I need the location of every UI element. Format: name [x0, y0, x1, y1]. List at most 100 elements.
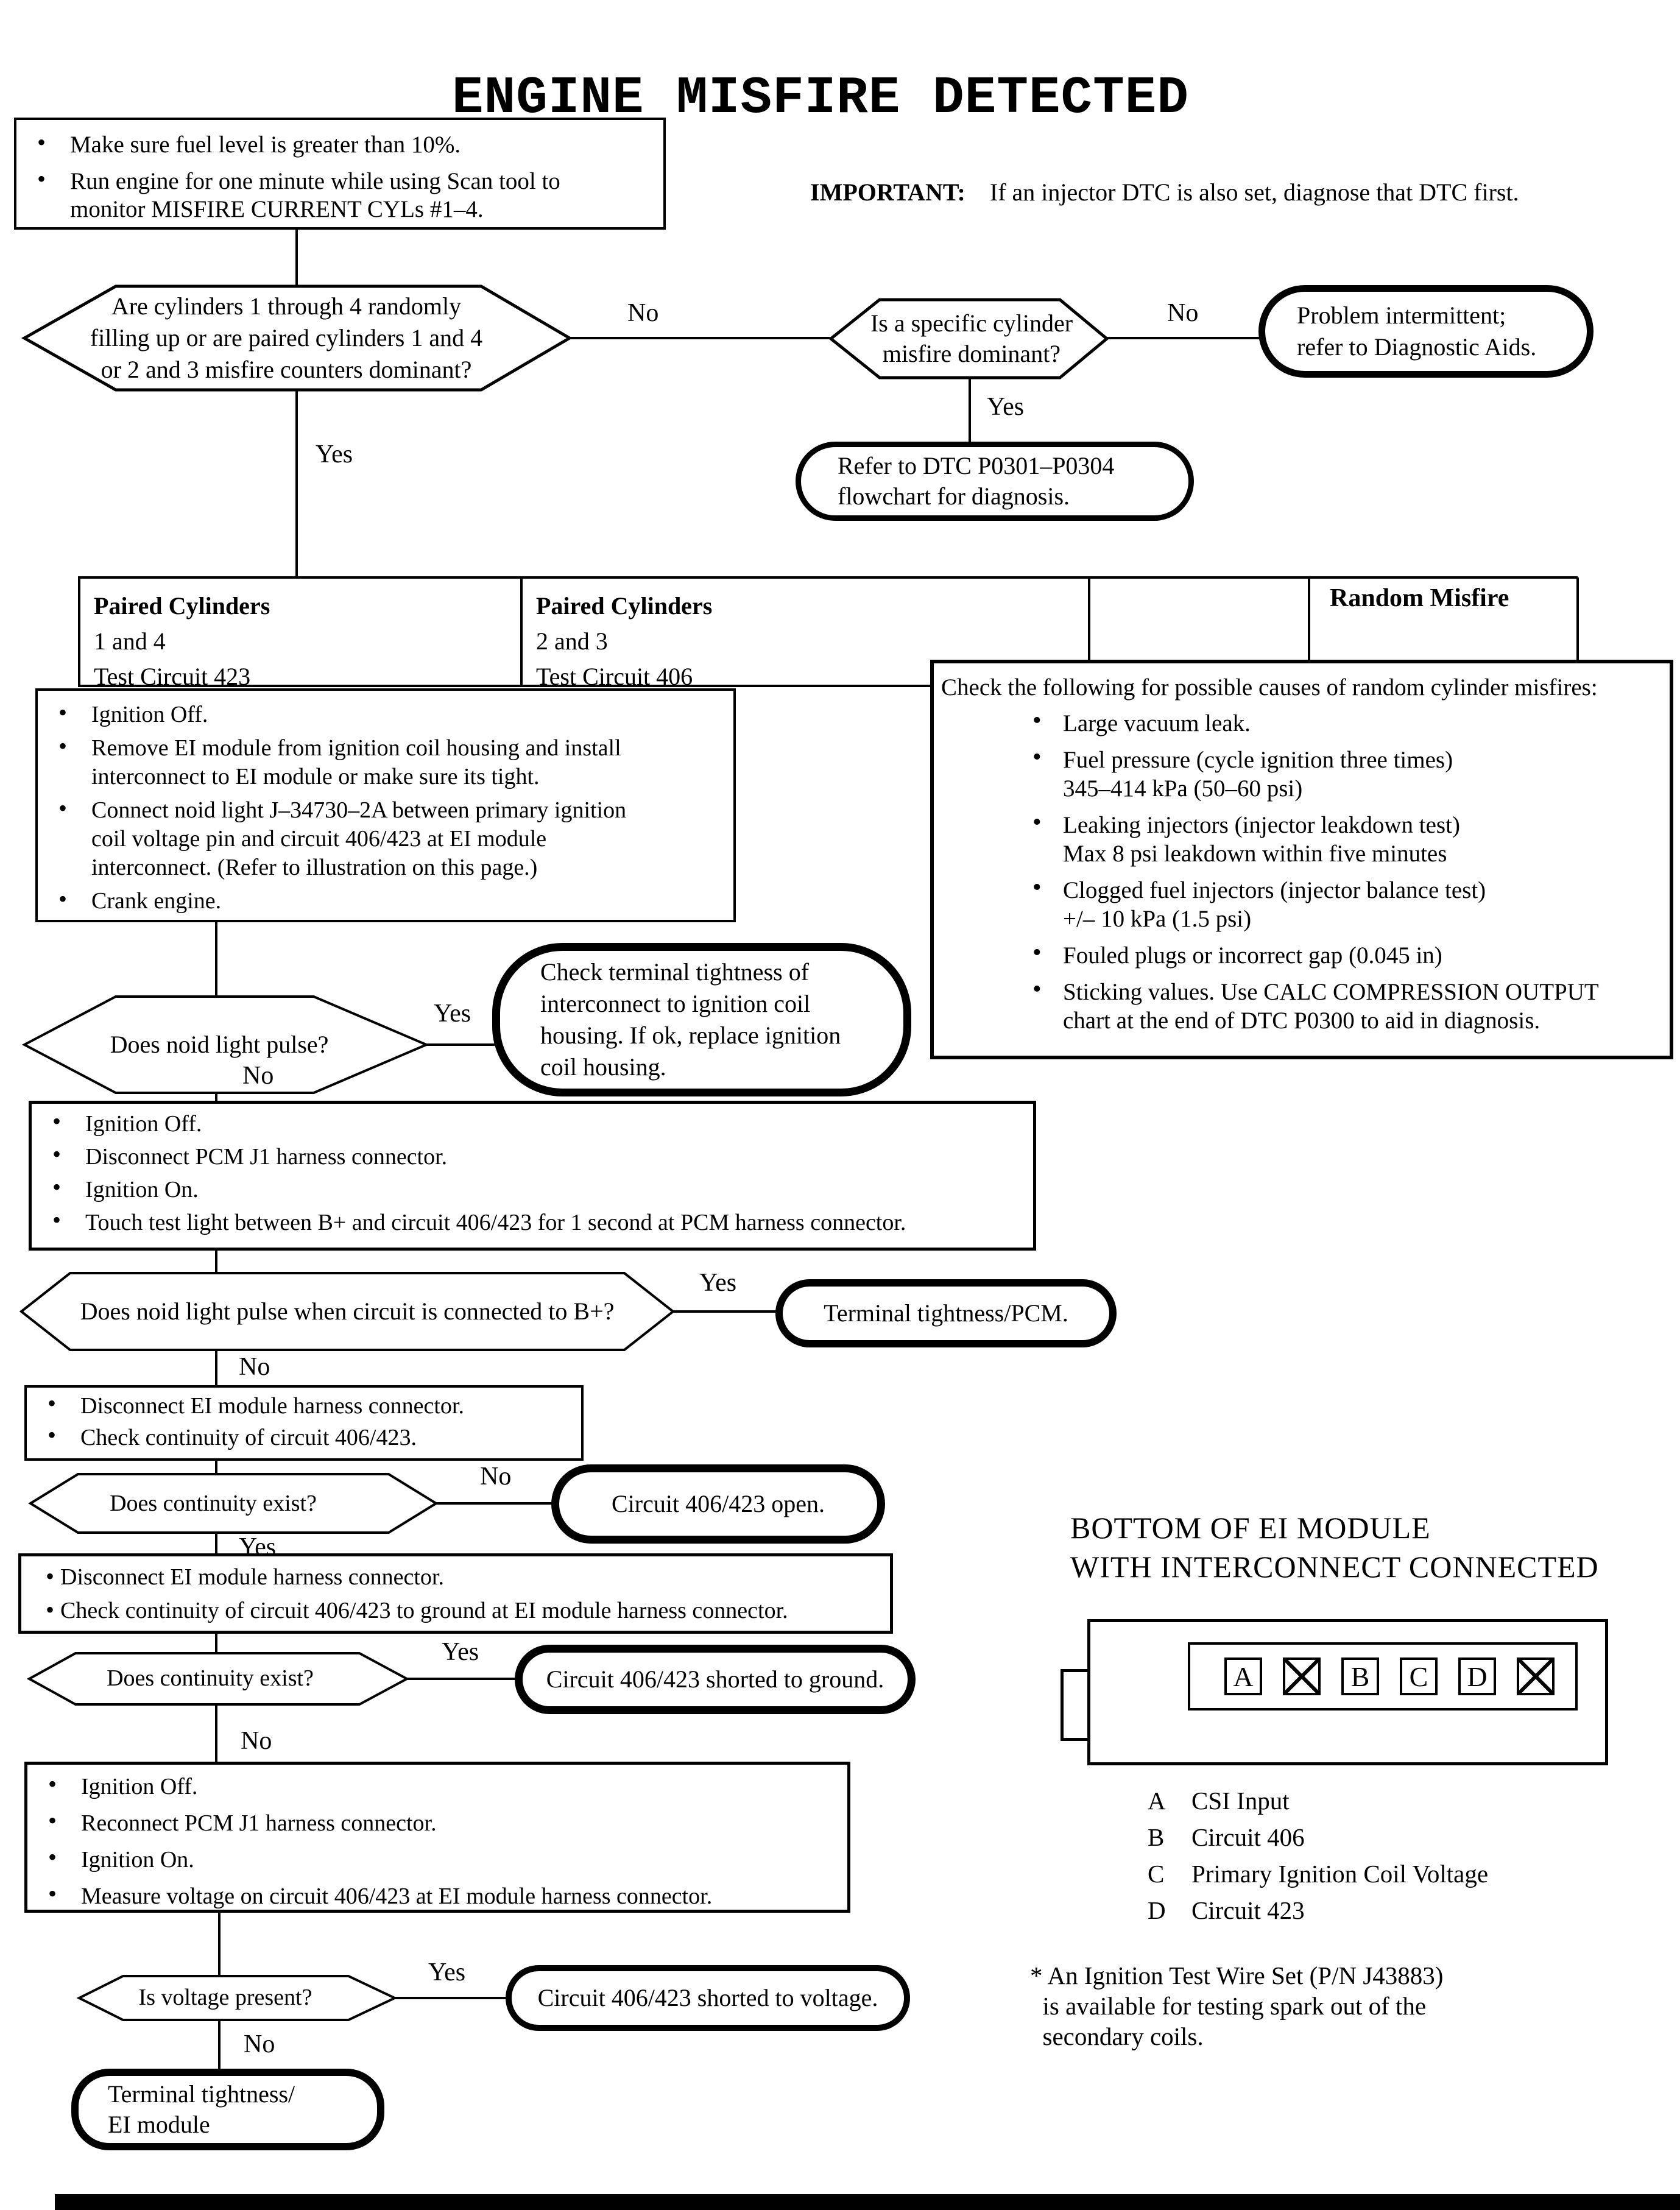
module-diagram-heading: BOTTOM OF EI MODULE WITH INTERCONNECT CO… — [1070, 1511, 1599, 1584]
terminal-circuit-open: Circuit 406/423 open. — [551, 1464, 885, 1544]
pcm-test-box: Ignition Off. Disconnect PCM J1 harness … — [29, 1101, 1036, 1251]
step-bullet: Ignition Off. — [38, 698, 733, 729]
branch-label-no: No — [1167, 299, 1199, 327]
branch-label-no: No — [242, 1062, 274, 1090]
step-bullet: Ignition Off. — [32, 1110, 1033, 1135]
legend-value: Primary Ignition Coil Voltage — [1191, 1860, 1489, 1888]
decision-noid-pulse-b-plus-text: Does noid light pulse when circuit is co… — [80, 1297, 615, 1325]
decision-hexagon-specific-dominant — [828, 298, 1109, 380]
step-bullet: Reconnect PCM J1 harness connector. — [27, 1809, 847, 1835]
branch-label-yes: Yes — [428, 1958, 466, 1986]
step-bullet: Disconnect EI module harness connector. — [32, 1564, 890, 1590]
noid-setup-box: Ignition Off. Remove EI module from igni… — [35, 688, 736, 922]
prep-bullet: Make sure fuel level is greater than 10%… — [16, 129, 663, 159]
prep-steps-box: Make sure fuel level is greater than 10%… — [14, 118, 666, 230]
random-cause: Sticking values. Use CALC COMPRESSION OU… — [941, 975, 1664, 1035]
decision-hexagon-voltage-present — [76, 1975, 398, 2021]
pin-b: B — [1341, 1658, 1379, 1695]
header-line: 2 and 3 — [536, 627, 608, 655]
step-bullet: Ignition On. — [32, 1176, 1033, 1201]
step-bullet: Ignition Off. — [27, 1772, 847, 1799]
decision-hexagon-random-or-paired — [21, 284, 573, 392]
x-pin-icon — [1283, 1658, 1321, 1695]
random-cause: Fuel pressure (cycle ignition three time… — [941, 743, 1664, 803]
header-line: 1 and 4 — [94, 627, 166, 655]
decision-hexagon-continuity-2 — [26, 1652, 410, 1706]
decision-voltage-present-text: Is voltage present? — [138, 1985, 312, 2010]
legend-row: D Circuit 423 — [1148, 1896, 1488, 1926]
step-bullet: Disconnect EI module harness connector. — [27, 1390, 581, 1419]
decision-hexagon-noid-pulse — [21, 995, 430, 1094]
branch-label-no: No — [244, 2030, 275, 2058]
header-title: Paired Cylinders — [536, 592, 713, 620]
legend-value: CSI Input — [1191, 1787, 1290, 1815]
random-cause: Clogged fuel injectors (injector balance… — [941, 874, 1664, 933]
step-bullet: Crank engine. — [38, 884, 733, 916]
header-paired-1-4: Paired Cylinders 1 and 4 Test Circuit 42… — [78, 576, 523, 690]
legend-key: D — [1148, 1896, 1166, 1924]
legend-row: B Circuit 406 — [1148, 1823, 1488, 1852]
decision-random-or-paired-text: Are cylinders 1 through 4 randomly filli… — [90, 292, 483, 383]
x-pin-icon — [1517, 1658, 1555, 1695]
branch-label-no: No — [239, 1353, 270, 1381]
decision-continuity-1-text: Does continuity exist? — [110, 1491, 317, 1516]
test-wire-footnote: * An Ignition Test Wire Set (P/N J43883)… — [1030, 1961, 1444, 2050]
continuity-check-box: Disconnect EI module harness connector. … — [24, 1385, 584, 1461]
random-cause: Fouled plugs or incorrect gap (0.045 in) — [941, 939, 1664, 970]
continuity-ground-box: Disconnect EI module harness connector. … — [18, 1553, 893, 1634]
step-bullet: Remove EI module from ignition coil hous… — [38, 732, 733, 791]
branch-label-yes: Yes — [442, 1638, 479, 1666]
legend-key: B — [1148, 1823, 1165, 1851]
voltage-check-box: Ignition Off. Reconnect PCM J1 harness c… — [24, 1762, 850, 1913]
legend-row: C Primary Ignition Coil Voltage — [1148, 1859, 1488, 1889]
step-bullet: Ignition On. — [27, 1845, 847, 1872]
header-random-misfire: Random Misfire — [1330, 584, 1509, 612]
terminal-shorted-voltage: Circuit 406/423 shorted to voltage. — [506, 1965, 910, 2031]
important-text: If an injector DTC is also set, diagnose… — [989, 178, 1519, 206]
legend-key: C — [1148, 1860, 1165, 1888]
module-left-tab — [1061, 1669, 1092, 1741]
legend-row: A CSI Input — [1148, 1786, 1488, 1816]
legend-key: A — [1148, 1787, 1166, 1815]
pin-d: D — [1458, 1658, 1496, 1695]
step-bullet: Check continuity of circuit 406/423 to g… — [32, 1597, 890, 1623]
prep-bullet: Run engine for one minute while using Sc… — [16, 165, 663, 224]
terminal-refer-dtc: Refer to DTC P0301–P0304 flowchart for d… — [796, 442, 1194, 521]
branch-label-no: No — [480, 1463, 512, 1491]
branch-label-yes: Yes — [434, 1000, 471, 1028]
step-bullet: Connect noid light J–34730–2A between pr… — [38, 794, 733, 882]
header-line: Test Circuit 406 — [536, 663, 693, 690]
terminal-check-terminal-housing: Check terminal tightness of interconnect… — [492, 943, 911, 1096]
important-label: IMPORTANT: — [810, 178, 965, 206]
pin-c: C — [1400, 1658, 1438, 1695]
decision-hexagon-continuity-1 — [28, 1473, 439, 1534]
page-bottom-bar — [55, 2194, 1680, 2210]
random-misfire-intro: Check the following for possible causes … — [941, 674, 1598, 701]
pin-legend: A CSI Input B Circuit 406 C Primary Igni… — [1148, 1786, 1488, 1926]
decision-hexagon-noid-pulse-b-plus — [19, 1272, 676, 1351]
pin-a: A — [1224, 1658, 1262, 1695]
decision-specific-dominant-text: Is a specific cylinder misfire dominant? — [870, 309, 1073, 367]
terminal-problem-intermittent: Problem intermittent; refer to Diagnosti… — [1258, 285, 1594, 378]
decision-noid-pulse-text: Does noid light pulse? — [110, 1031, 329, 1058]
header-line: Test Circuit 423 — [94, 663, 251, 690]
step-bullet: Disconnect PCM J1 harness connector. — [32, 1143, 1033, 1168]
step-bullet: Measure voltage on circuit 406/423 at EI… — [27, 1882, 847, 1908]
step-bullet: Touch test light between B+ and circuit … — [32, 1209, 1033, 1234]
decision-continuity-2-text: Does continuity exist? — [107, 1665, 314, 1691]
branch-label-no: No — [627, 299, 659, 327]
legend-value: Circuit 406 — [1191, 1823, 1305, 1851]
branch-label-yes: Yes — [699, 1269, 737, 1297]
branch-label-yes: Yes — [987, 393, 1025, 421]
legend-value: Circuit 423 — [1191, 1896, 1305, 1924]
random-misfire-box: Check the following for possible causes … — [930, 660, 1673, 1059]
header-title: Paired Cylinders — [94, 592, 270, 620]
random-cause: Leaking injectors (injector leakdown tes… — [941, 808, 1664, 868]
branch-label-yes: Yes — [316, 440, 353, 468]
branch-label-no: No — [241, 1727, 272, 1755]
important-note: IMPORTANT: If an injector DTC is also se… — [810, 178, 1519, 207]
terminal-shorted-ground: Circuit 406/423 shorted to ground. — [515, 1645, 916, 1714]
terminal-tightness-pcm: Terminal tightness/PCM. — [775, 1279, 1117, 1347]
